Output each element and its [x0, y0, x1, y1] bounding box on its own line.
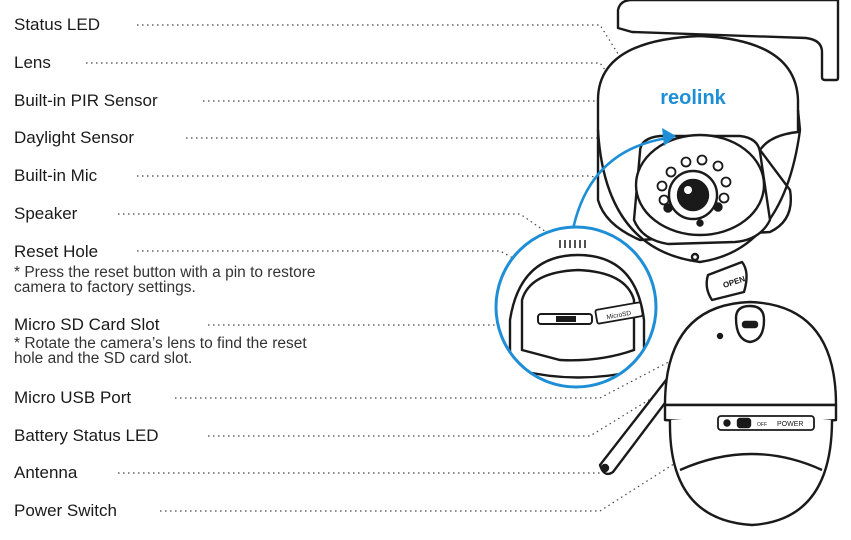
label-micro-usb: Micro USB Port	[14, 388, 132, 407]
label-reset-hole: Reset Hole	[14, 242, 99, 261]
label-speaker: Speaker	[14, 204, 78, 223]
label-pir-sensor: Built-in PIR Sensor	[14, 91, 158, 110]
brand-logo: reolink	[660, 87, 726, 109]
daylight-sensor-dot	[663, 203, 673, 213]
status-led-dot	[696, 219, 704, 227]
power-label: POWER	[777, 421, 803, 428]
label-lens: Lens	[14, 53, 51, 72]
leader-antenna	[118, 454, 619, 474]
lens-inner	[676, 178, 710, 212]
callout-arrowhead	[662, 128, 676, 146]
usb-cover-flap	[705, 260, 748, 302]
note-reset: * Press the reset button with a pin to r…	[14, 264, 316, 296]
mount-bracket	[616, 0, 840, 82]
power-switch-toggle	[736, 417, 752, 429]
label-power-switch: Power Switch	[14, 501, 117, 520]
speaker-grille	[559, 240, 586, 248]
leader-daylight	[186, 137, 666, 173]
note-sd: * Rotate the camera’s lens to find the r…	[14, 335, 307, 367]
camera-bottom-arch	[679, 452, 823, 472]
leader-status-led	[137, 24, 673, 141]
leader-speaker	[118, 213, 566, 246]
switch-off-label: OFF	[757, 422, 767, 428]
label-antenna: Antenna	[14, 463, 78, 482]
camera-bottom-dome	[668, 419, 834, 527]
leader-power	[160, 424, 736, 512]
camera-top: reolink	[596, 0, 840, 264]
mic-dot	[713, 202, 723, 212]
label-mic: Built-in Mic	[14, 166, 98, 185]
leader-reset	[137, 250, 536, 271]
camera-lower-body	[596, 109, 802, 264]
label-battery-led: Battery Status LED	[14, 426, 159, 445]
ir-leds	[656, 154, 732, 206]
sd-card	[594, 301, 644, 325]
label-micro-sd: Micro SD Card Slot	[14, 315, 160, 334]
micro-usb-port	[741, 320, 759, 329]
callout-circle-border	[494, 225, 658, 389]
label-daylight-sensor: Daylight Sensor	[14, 128, 135, 147]
sd-card-label: MicroSD	[606, 310, 632, 321]
callout-arrow	[570, 136, 669, 235]
reset-hole-dot	[690, 252, 700, 262]
lens-glint	[684, 186, 692, 194]
label-status-led: Status LED	[14, 15, 100, 34]
camera-bottom: OPEN OFF POWER	[598, 260, 838, 527]
camera-top-body	[663, 300, 838, 407]
leader-mic	[137, 175, 666, 193]
battery-led-dot	[716, 332, 724, 340]
callout: MicroSD	[494, 128, 676, 389]
